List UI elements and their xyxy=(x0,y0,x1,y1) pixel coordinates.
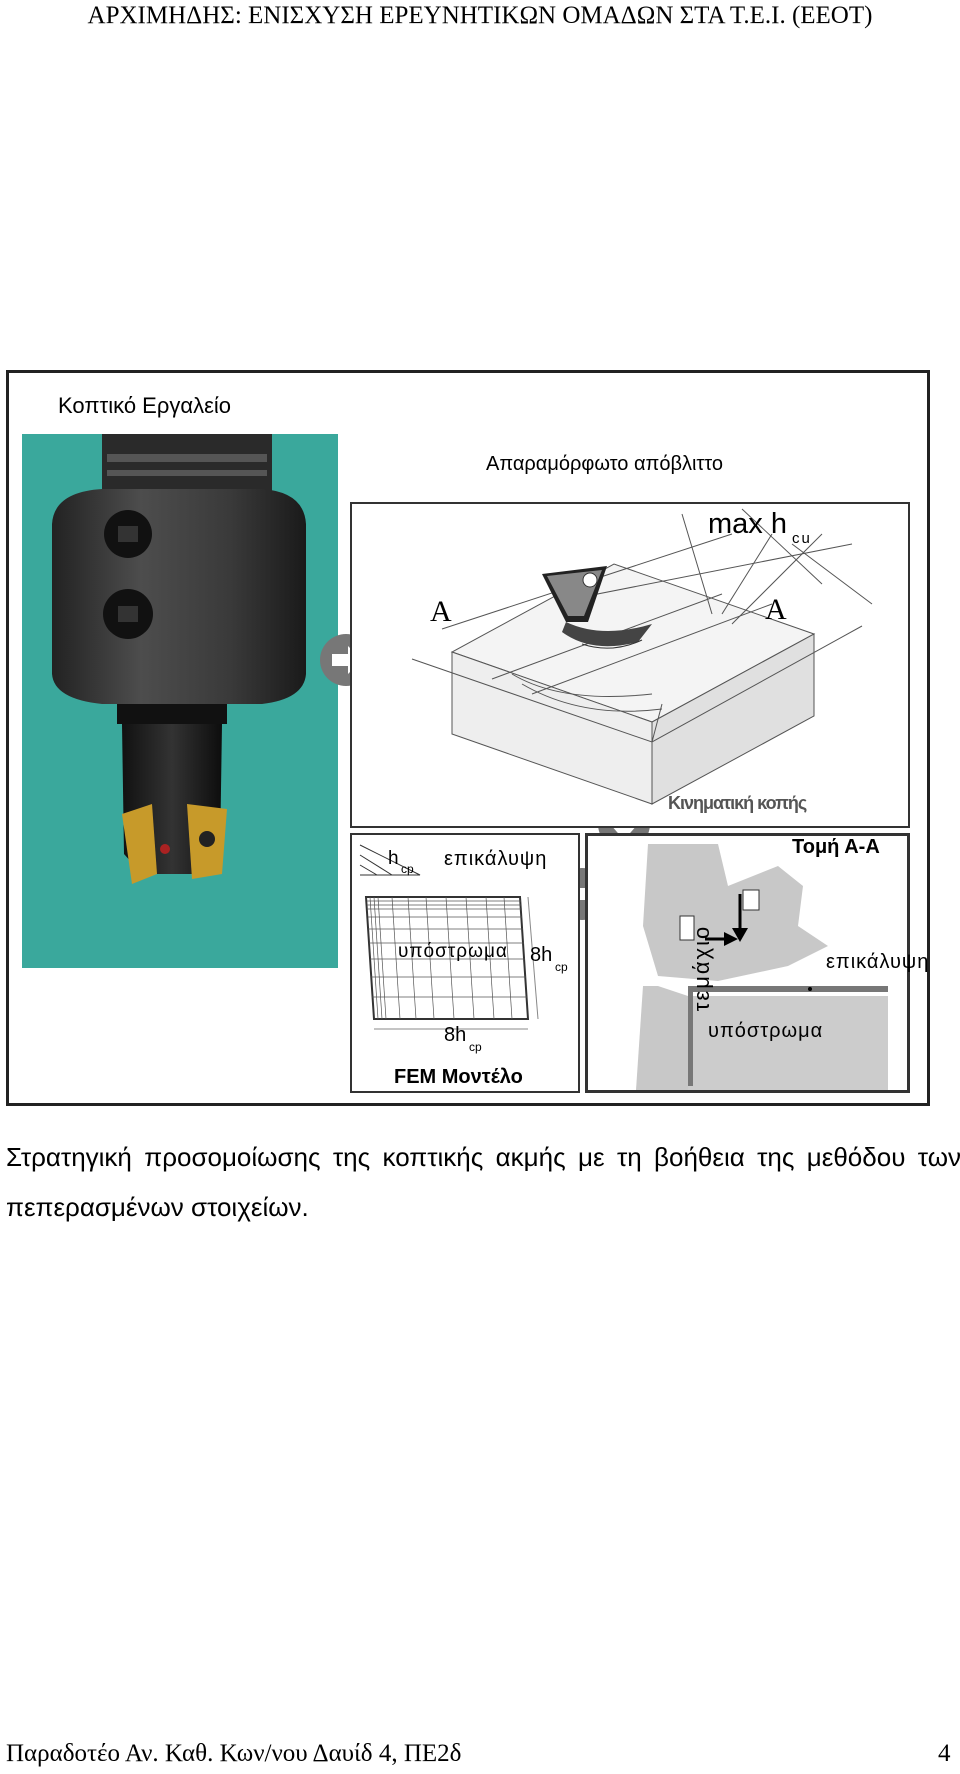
fem-h-label: h xyxy=(388,848,399,869)
section-substrate-label: υπόστρωμα xyxy=(708,1020,824,1042)
fem-substrate-label: υπόστρωμα xyxy=(398,941,508,962)
max-h-label: max h xyxy=(708,508,787,540)
figure-frame xyxy=(6,370,930,1106)
footer-deliverable: Παραδοτέο Αν. Καθ. Κων/νου Δαυίδ 4, ΠΕ2δ xyxy=(6,1740,462,1767)
fem-model-panel xyxy=(350,833,580,1093)
section-workpiece-label: τεμάχιο xyxy=(689,924,714,1012)
section-coating-label: επικάλυψη xyxy=(826,951,930,973)
page-number: 4 xyxy=(938,1740,951,1767)
fem-coating-label: επικάλυψη xyxy=(444,848,548,870)
section-mark-right: A xyxy=(765,593,787,626)
fem-dim-right-subscript: cp xyxy=(555,960,568,974)
page-header: ΑΡΧΙΜΗΔΗΣ: ΕΝΙΣΧΥΣΗ ΕΡΕΥΝΗΤΙΚΩΝ ΟΜΑΔΩΝ Σ… xyxy=(87,2,873,29)
fem-dim-right-label: 8h xyxy=(530,944,553,966)
section-mark-left: A xyxy=(430,595,452,628)
kinematics-label: Κινηματική κοπής xyxy=(668,793,807,813)
max-h-subscript: cu xyxy=(792,530,812,547)
undeformed-chip-label: Απαραμόρφωτο απόβλιττο xyxy=(486,453,724,475)
section-aa-panel xyxy=(585,833,910,1093)
cutting-tool-photo xyxy=(22,434,338,968)
fem-h-subscript: cp xyxy=(401,862,414,876)
section-aa-title: Τομή Α-Α xyxy=(792,836,880,858)
kinematics-panel xyxy=(350,502,910,828)
fem-model-label: FEM Μοντέλο xyxy=(394,1066,523,1088)
figure-caption: Στρατηγική προσομοίωσης της κοπτικής ακμ… xyxy=(6,1142,960,1222)
fem-dim-bottom-subscript: cp xyxy=(469,1040,482,1054)
fem-dim-bottom-label: 8h xyxy=(444,1024,467,1046)
figure-title: Κοπτικό Εργαλείο xyxy=(58,393,232,418)
